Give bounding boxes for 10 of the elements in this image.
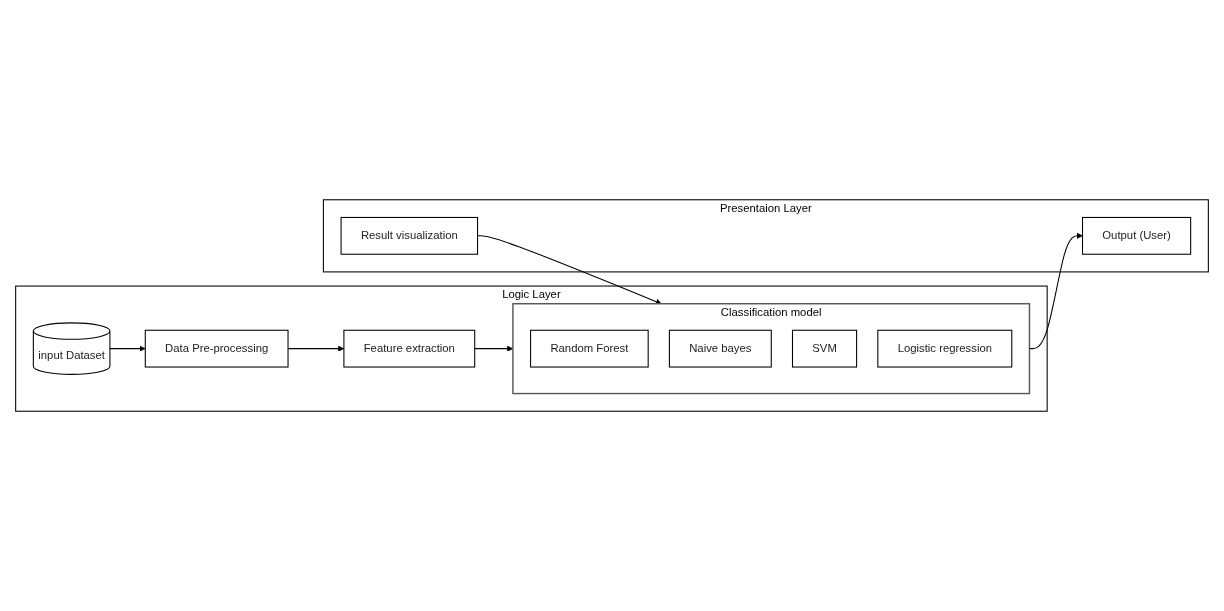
node-box: Data Pre-processing (144, 329, 289, 368)
node-box: Naive bayes (668, 329, 772, 368)
node-box: Feature extraction (343, 329, 476, 368)
arrow (109, 345, 146, 352)
node-box: Output (User) (1082, 216, 1192, 255)
node-box: SVM (791, 329, 858, 368)
node-box: Logistic regression (877, 329, 1013, 368)
node-box: Result visualization (340, 216, 479, 255)
node-box: Random Forest (530, 329, 649, 368)
arrow (477, 235, 662, 305)
